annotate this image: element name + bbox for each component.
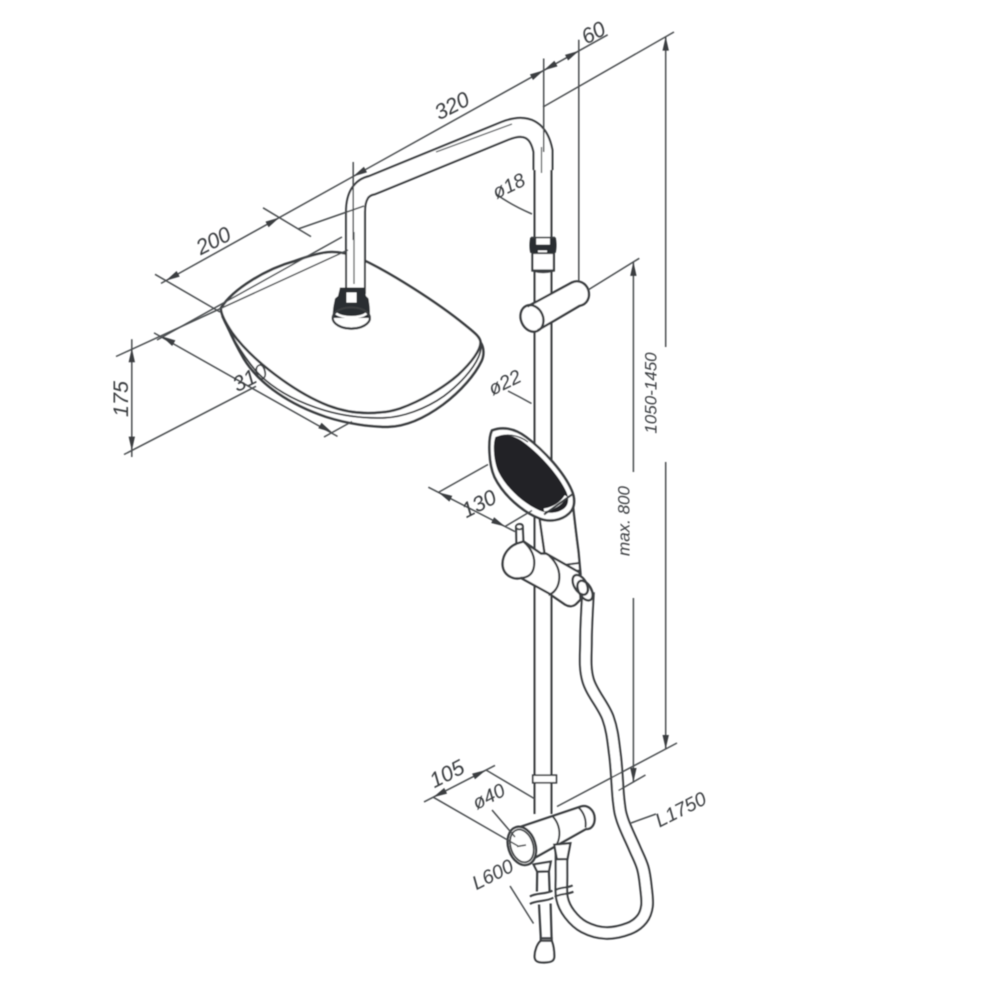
svg-text:175: 175 xyxy=(109,380,133,417)
svg-text:max. 800: max. 800 xyxy=(615,485,634,555)
svg-text:1050-1450: 1050-1450 xyxy=(642,352,661,434)
